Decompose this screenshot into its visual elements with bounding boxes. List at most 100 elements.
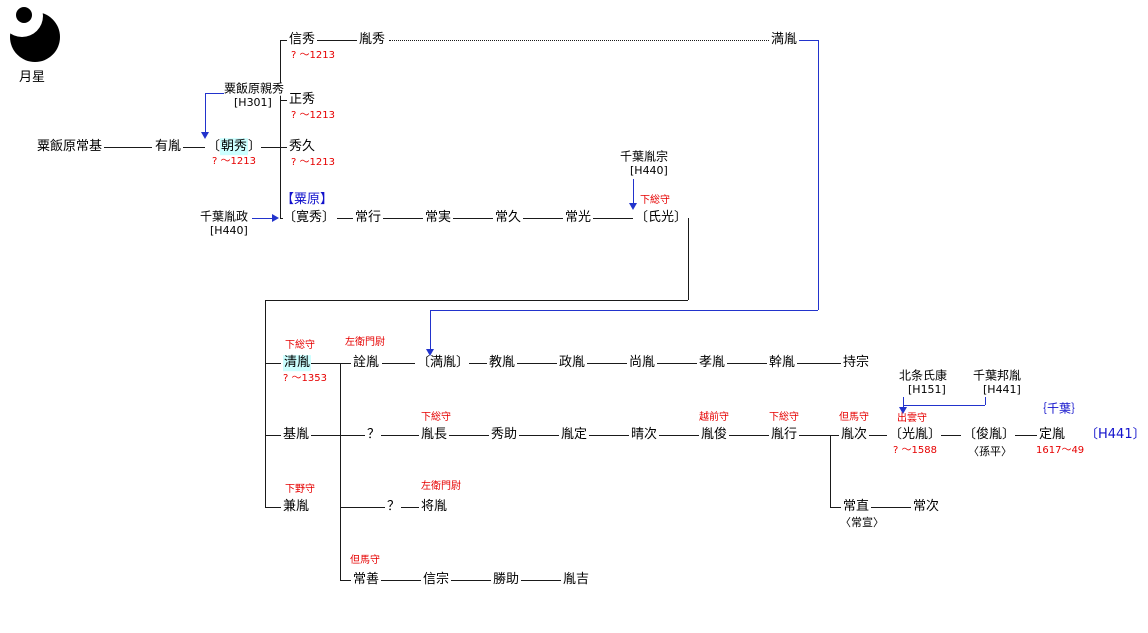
reference-link[interactable]: 〔H441〕 [1085,427,1146,443]
clan-crest [1,0,64,62]
star-dot [16,7,32,23]
tree-line [382,363,415,364]
person-name: 信宗 [423,572,450,588]
person-name: 胤定 [561,427,588,443]
alias-name: 〈孫平〉 [968,445,1012,459]
person-name: 教胤 [489,355,516,371]
tree-line [453,218,493,219]
person-name: 持宗 [843,355,870,371]
tree-line [830,435,831,507]
person-dates: ? ～1588 [893,444,937,456]
link-line [430,310,818,311]
person-name: 〔朝秀〕 [207,138,262,156]
tree-line [183,147,205,148]
person-title: 出雲守 [897,412,927,424]
family-branch-label: 【粟原】 [281,192,334,208]
tree-line [871,507,911,508]
tree-line [869,435,887,436]
tree-line [451,580,491,581]
person-name: 〔光胤〕 [889,427,942,443]
person-name: 満胤 [771,32,798,48]
person-name: 胤行 [771,427,798,443]
tree-line [265,300,688,301]
person-title: 但馬守 [839,411,869,423]
tree-line [799,435,839,436]
person-name: 〔満胤〕 [417,355,470,371]
tree-line [449,435,489,436]
person-name: 孝胤 [699,355,726,371]
tree-line [265,363,281,364]
person-title: 下総守 [769,411,799,423]
link-line [252,218,272,219]
tree-line [280,40,287,41]
person-name: 詮胤 [353,355,380,371]
tree-line [941,435,961,436]
link-line [903,405,985,406]
person-name: 勝助 [493,572,520,588]
person-name: 胤次 [841,427,868,443]
person-dates: ? ～1213 [291,109,335,121]
link-line [430,310,431,349]
person-name: 常久 [495,210,522,226]
tree-line [469,363,487,364]
person-name: 幹胤 [769,355,796,371]
link-arrow-right [272,214,279,222]
tree-line [521,580,561,581]
tree-line [340,363,341,580]
tree-line [657,363,697,364]
link-line [799,40,818,41]
person-name: 兼胤 [283,499,310,515]
person-title: 但馬守 [350,554,380,566]
tree-line [381,580,421,581]
tree-line [383,218,423,219]
person-name: 基胤 [283,427,310,443]
tree-line [389,40,769,41]
reference-code: [H151] [908,383,946,397]
person-name: 秀助 [491,427,518,443]
person-name: 常直 [843,499,870,515]
tree-line [265,507,281,508]
person-name: 常善 [353,572,380,588]
link-arrow-down [201,132,209,139]
tree-line [517,363,557,364]
tree-line [265,300,266,507]
tree-line [830,507,841,508]
person-name: 胤秀 [359,32,386,48]
person-name: 将胤 [421,499,448,515]
link-arrow-down [629,203,637,210]
related-person-name: 北条氏康 [899,368,948,383]
tree-line [265,435,281,436]
person-name: 信秀 [289,32,316,48]
person-name: 晴次 [631,427,658,443]
reference-code: [H440] [630,164,668,178]
link-line [985,397,986,405]
unknown-person: ？ [387,499,401,515]
person-name: 政胤 [559,355,586,371]
person-name: 秀久 [289,139,316,155]
related-person-name: 千葉邦胤 [973,368,1022,383]
family-continuation-label: ｛千葉｝ [1035,401,1084,416]
tree-line [381,435,419,436]
person-name: 定胤 [1039,427,1066,443]
person-title: 下野守 [285,483,315,495]
tree-line [727,363,767,364]
person-name: 胤俊 [701,427,728,443]
reference-code: [H441] [983,383,1021,397]
person-name: 尚胤 [629,355,656,371]
tree-line [401,507,419,508]
person-name: 常実 [425,210,452,226]
link-line [903,397,904,407]
tree-line [280,100,287,101]
person-name: 常行 [355,210,382,226]
tree-line [280,40,281,218]
tree-line [593,218,633,219]
tree-line [523,218,563,219]
link-arrow-down [899,407,907,414]
person-title: 左衛門尉 [421,480,461,492]
person-name: 常次 [913,499,940,515]
person-name: 〔寛秀〕 [283,210,336,226]
tree-line [589,435,629,436]
unknown-person: ？ [367,427,381,443]
link-line [205,93,206,132]
